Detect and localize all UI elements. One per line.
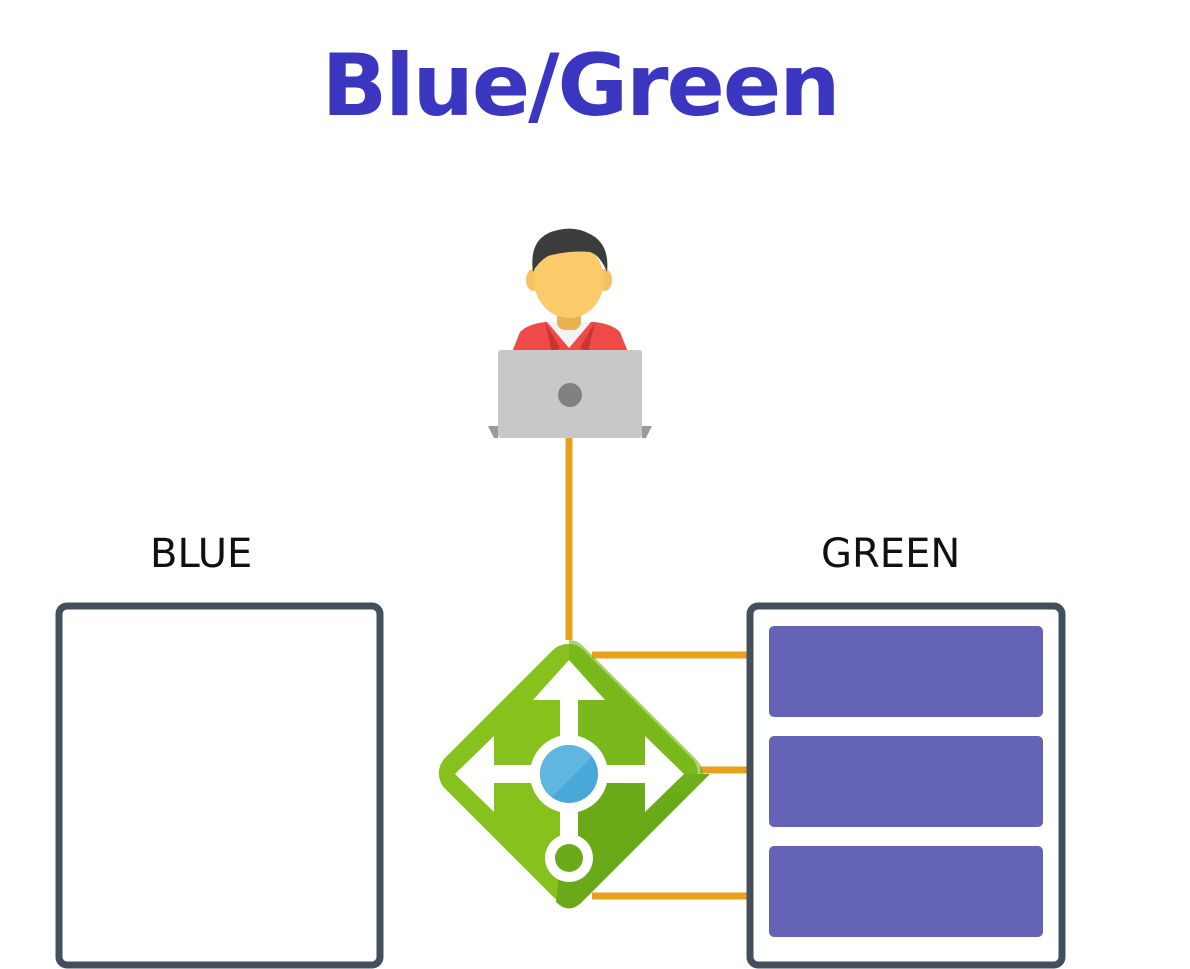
blue-environment-label: BLUE — [150, 531, 253, 577]
user-with-laptop-icon — [488, 228, 652, 438]
load-balancer-icon — [438, 640, 710, 909]
green-environment-label: GREEN — [821, 531, 961, 577]
green-instance-2 — [769, 736, 1043, 827]
blue-environment-box — [55, 602, 384, 969]
green-instance-3 — [769, 846, 1043, 937]
diagram-title: Blue/Green — [321, 36, 841, 136]
green-instance-1 — [769, 626, 1043, 717]
connectors — [565, 438, 772, 900]
